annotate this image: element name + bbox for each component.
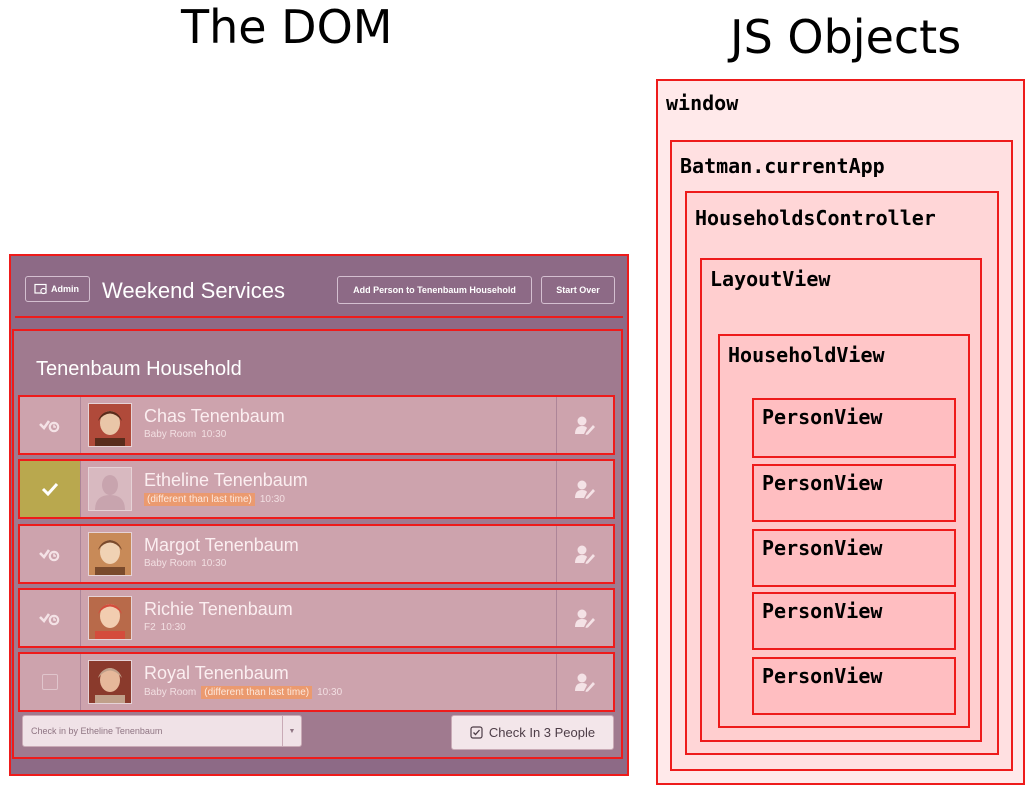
person-name: Richie Tenenbaum <box>144 599 293 619</box>
person-view-box: PersonView <box>752 657 956 715</box>
checkmark-icon <box>41 482 59 496</box>
edit-person-button[interactable] <box>556 397 613 453</box>
time-label: 10:30 <box>201 558 227 569</box>
edit-person-icon <box>575 545 595 564</box>
checkin-toggle[interactable] <box>20 526 81 582</box>
time-label: 10:30 <box>160 622 186 633</box>
person-name: Royal Tenenbaum <box>144 663 289 683</box>
js-object-label: Batman.currentApp <box>680 154 885 178</box>
person-name: Chas Tenenbaum <box>144 406 285 426</box>
admin-label: Admin <box>51 284 79 294</box>
household-title: Tenenbaum Household <box>36 358 242 380</box>
portrait-photo <box>89 533 131 575</box>
check-in-button[interactable]: Check In 3 People <box>451 715 614 750</box>
edit-person-icon <box>575 416 595 435</box>
person-view-box: PersonView <box>752 464 956 522</box>
person-view-box: PersonView <box>752 529 956 587</box>
edit-person-icon <box>575 480 595 499</box>
checkbox-icon <box>470 726 483 739</box>
checkin-by-select[interactable]: Check in by Etheline Tenenbaum ▼ <box>22 715 302 747</box>
person-name: Margot Tenenbaum <box>144 535 299 555</box>
person-row[interactable]: Etheline Tenenbaum (different than last t… <box>18 459 615 519</box>
edit-person-icon <box>575 673 595 692</box>
person-view-box: PersonView <box>752 398 956 458</box>
add-person-button[interactable]: Add Person to Tenenbaum Household <box>337 276 532 304</box>
dom-heading: The DOM <box>181 0 393 54</box>
js-object-label: HouseholdsController <box>695 206 936 230</box>
time-label: 10:30 <box>259 494 285 505</box>
portrait-photo <box>89 404 131 446</box>
page-title: Weekend Services <box>102 278 286 303</box>
js-object-label: window <box>666 91 739 115</box>
start-over-button[interactable]: Start Over <box>541 276 615 304</box>
person-name: Etheline Tenenbaum <box>144 470 308 490</box>
js-object-label: HouseholdView <box>728 343 885 367</box>
room-label: Baby Room <box>144 429 197 440</box>
person-view-box: PersonView <box>752 592 956 650</box>
top-bar: Admin Weekend Services Add Person to Ten… <box>15 260 623 318</box>
avatar <box>88 596 132 640</box>
js-objects-heading: JS Objects <box>730 10 962 64</box>
avatar <box>88 467 132 511</box>
portrait-photo <box>89 597 131 639</box>
default-avatar-icon <box>89 468 131 510</box>
person-details: (different than last time) 10:30 <box>144 493 285 506</box>
check-toggle[interactable] <box>20 654 81 710</box>
edit-person-button[interactable] <box>556 590 613 646</box>
person-details: Baby Room (different than last time) 10:30 <box>144 686 342 699</box>
status-badge: (different than last time) <box>144 493 255 506</box>
room-label: F2 <box>144 622 156 633</box>
checkin-toggle[interactable] <box>20 397 81 453</box>
person-details: Baby Room 10:30 <box>144 429 226 440</box>
js-object-label: PersonView <box>762 405 883 429</box>
chevron-down-icon[interactable]: ▼ <box>282 716 301 746</box>
js-object-label: PersonView <box>762 536 883 560</box>
checkin-icon <box>39 549 60 562</box>
checkin-by-value: Check in by Etheline Tenenbaum <box>31 726 163 736</box>
status-badge: (different than last time) <box>201 686 313 699</box>
edit-person-button[interactable] <box>556 654 613 710</box>
checkin-toggle[interactable] <box>20 590 81 646</box>
checked-toggle[interactable] <box>20 461 81 517</box>
admin-icon <box>34 283 47 295</box>
portrait-photo <box>89 661 131 703</box>
avatar <box>88 660 132 704</box>
admin-button[interactable]: Admin <box>25 276 90 302</box>
edit-person-button[interactable] <box>556 461 613 517</box>
room-label: Baby Room <box>144 558 197 569</box>
js-object-label: PersonView <box>762 471 883 495</box>
person-details: Baby Room 10:30 <box>144 558 226 569</box>
avatar <box>88 532 132 576</box>
time-label: 10:30 <box>317 687 343 698</box>
js-object-label: PersonView <box>762 599 883 623</box>
js-object-label: PersonView <box>762 664 883 688</box>
edit-person-icon <box>575 609 595 628</box>
checkin-icon <box>39 613 60 626</box>
room-label: Baby Room <box>144 687 197 698</box>
avatar <box>88 403 132 447</box>
js-object-label: LayoutView <box>710 267 831 291</box>
edit-person-button[interactable] <box>556 526 613 582</box>
checkbox-icon <box>42 674 58 690</box>
checkin-icon <box>39 420 60 433</box>
time-label: 10:30 <box>201 429 227 440</box>
person-details: F2 10:30 <box>144 622 186 633</box>
check-in-label: Check In 3 People <box>488 725 596 740</box>
